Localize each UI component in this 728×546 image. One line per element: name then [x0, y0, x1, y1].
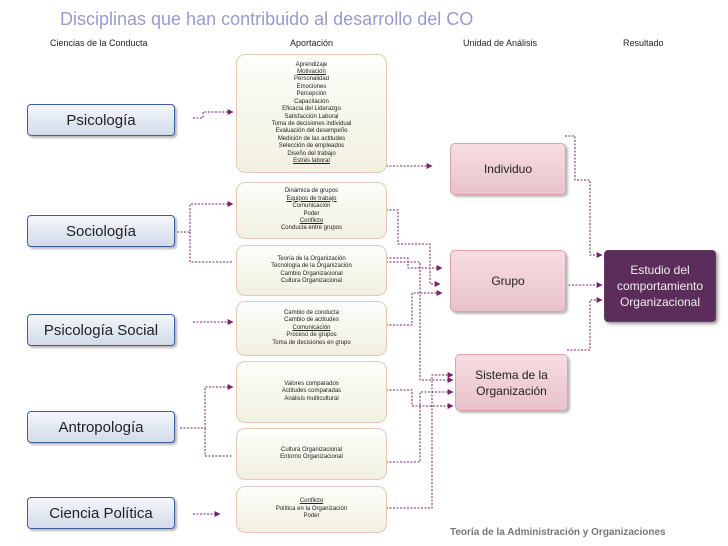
contribution-item: Tecnología de la Organización — [271, 263, 352, 270]
contribution-box-antropologia-culture: Cultura Organizacional Entorno Organizac… — [236, 428, 387, 480]
page-title: Disciplinas que han contribuido al desar… — [60, 9, 474, 29]
contribution-box-psicologia: Aprendizaje Motivación Personalidad Emoc… — [236, 54, 387, 173]
header-unit: Unidad de Análisis — [463, 38, 538, 48]
result-line1: Estudio del — [630, 263, 690, 277]
arrow-antropologia-2 — [204, 428, 233, 457]
arrow-sistema-4 — [386, 372, 454, 509]
contribution-item: Percepción — [296, 91, 327, 98]
footer-caption: Teoría de la Administración y Organizaci… — [450, 527, 666, 538]
contribution-item: Aprendizaje — [295, 61, 328, 68]
arrow-grupo-1 — [386, 257, 443, 271]
contribution-item: Evaluación del desempeño — [275, 128, 348, 135]
contribution-item: Medición de las actitudes — [277, 135, 346, 142]
header-result: Resultado — [623, 38, 664, 48]
unit-grupo: Grupo — [450, 250, 566, 312]
contribution-item: Teoría de la Organización — [277, 255, 346, 262]
contribution-item: Comunicación — [292, 324, 331, 331]
arrow-grupo-2 — [386, 209, 441, 287]
contribution-item: Toma de decisiones individual — [271, 120, 352, 127]
unit-sistema-line2: Organización — [476, 383, 547, 398]
contribution-item: Satisfacción Laboral — [284, 113, 339, 120]
arrow-sistema-3 — [386, 389, 454, 463]
contribution-item: Cultura Organizacional — [280, 277, 343, 284]
contribution-item: Entorno Organizacional — [280, 454, 343, 460]
contribution-item: Proceso de grupos — [286, 332, 337, 339]
arrow-grupo-3 — [386, 290, 443, 326]
contribution-item: Personalidad — [293, 76, 330, 83]
contribution-item: Poder — [303, 513, 320, 520]
contribution-item: Eficacia del Liderazgo — [282, 106, 341, 113]
contribution-item: Conducta entre grupos — [280, 225, 343, 232]
contribution-item: Capacitación — [294, 98, 329, 105]
unit-sistema-organizacion: Sistema de la Organización — [455, 354, 568, 411]
contribution-item: Equipos de trabajo — [286, 195, 337, 202]
contribution-item: Toma de decisiones en grupo — [272, 339, 351, 346]
unit-sistema-line1: Sistema de la — [475, 367, 548, 382]
contribution-item: Estrés laboral — [293, 157, 330, 164]
contribution-item: Política en la Organización — [275, 505, 348, 512]
arrow-antropologia-1 — [180, 384, 234, 429]
arrow-sociologia-1 — [177, 201, 234, 233]
unit-individuo: Individuo — [450, 143, 566, 195]
contribution-item: Cambio de conducta — [283, 309, 340, 316]
contribution-item: Valores comparados — [284, 380, 339, 387]
contribution-item: Actitudes comparadas — [281, 388, 342, 395]
contribution-box-sociologia-groups: Dinámica de grupos Equipos de trabajo Co… — [236, 182, 387, 239]
contribution-item: Comunicación — [292, 203, 331, 210]
contribution-box-ciencia-politica: Conflicto Política en la Organización Po… — [236, 486, 387, 533]
arrow-sociologia-2 — [189, 232, 233, 263]
contribution-item: Poder — [303, 210, 320, 217]
result-estudio-co: Estudio del comportamiento Organizaciona… — [604, 250, 716, 322]
result-line2: comportamiento — [616, 279, 704, 293]
arrow-sistema-result — [567, 297, 603, 351]
discipline-antropologia: Antropología — [27, 411, 175, 443]
header-disciplines: Ciencias de la Conducta — [50, 38, 148, 48]
contribution-box-sociologia-organization: Teoría de la Organización Tecnología de … — [236, 245, 387, 296]
contribution-item: Dinámica de grupos — [284, 188, 339, 195]
contribution-item: Cambio Organizacional — [280, 270, 343, 277]
contribution-item: Conflicto — [299, 217, 324, 224]
header-contribution: Aportación — [290, 38, 334, 48]
arrow-individuo-result — [565, 135, 603, 258]
contribution-item: Análisis multicultural — [284, 395, 339, 402]
contribution-item: Conflicto — [299, 498, 324, 505]
contribution-item: Selección de empleados — [278, 143, 345, 150]
contribution-box-antropologia-values: Valores comparados Actitudes comparadas … — [236, 361, 387, 423]
discipline-ciencia-politica: Ciencia Política — [27, 497, 175, 529]
contribution-item: Emociones — [296, 83, 327, 90]
discipline-psicologia: Psicología — [27, 104, 175, 136]
discipline-psicologia-social: Psicología Social — [27, 314, 175, 346]
contribution-item: Cultura Organizacional — [280, 446, 343, 453]
arrow-sistema-1 — [386, 261, 454, 383]
arrow-psicologia — [193, 109, 234, 119]
discipline-sociologia: Sociología — [27, 215, 175, 247]
contribution-box-psicologia-social: Cambio de conducta Cambio de actitudes C… — [236, 301, 387, 356]
contribution-item: Cambio de actitudes — [284, 317, 339, 324]
result-line3: Organizacional — [619, 295, 701, 309]
contribution-item: Motivación — [297, 69, 326, 76]
contribution-item: Diseño del trabajo — [287, 150, 336, 157]
